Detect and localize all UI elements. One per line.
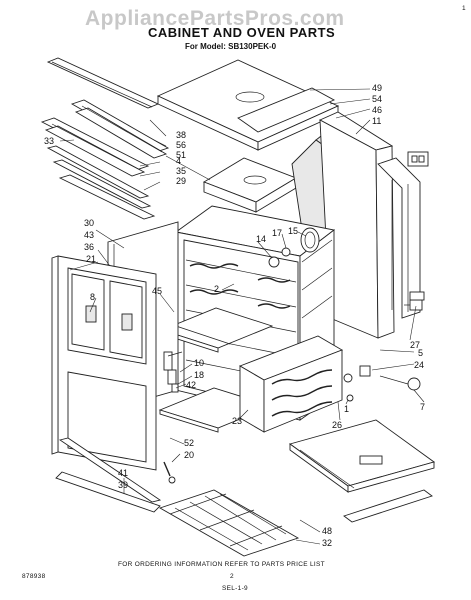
diagram-title: CABINET AND OVEN PARTS (148, 25, 335, 40)
thermostat-bulb (379, 375, 421, 391)
vent-duct (202, 157, 298, 213)
oven-light-assembly (268, 227, 320, 268)
top-trim-strip (46, 57, 160, 109)
door-hinge (163, 351, 183, 371)
leader-lines (59, 88, 425, 545)
kick-plate (55, 471, 161, 513)
callouts: 49 54 46 11 38 56 51 33 4 35 29 30 43 36… (44, 83, 425, 548)
callout-2: 2 (214, 284, 219, 294)
callout-20: 20 (184, 450, 194, 460)
callout-29: 29 (176, 176, 186, 186)
bottom-trim-bar (343, 489, 433, 523)
bottom-mark: SEL-1-9 (222, 585, 248, 592)
callout-51: 51 (176, 150, 186, 160)
watermark-text: AppliancePartsPros.com (85, 7, 345, 30)
callout-52: 52 (184, 438, 194, 448)
rack-guides (189, 263, 291, 309)
page-number: 2 (230, 573, 234, 580)
callout-11: 11 (372, 116, 381, 126)
bake-element-panel (238, 335, 344, 433)
vent-grille-assembly (40, 117, 150, 177)
callout-45: 45 (152, 286, 162, 296)
callout-17: 17 (272, 228, 282, 238)
terminal-block (407, 151, 429, 167)
vent-trim-assembly (70, 99, 170, 159)
insulation-pad-top (237, 87, 336, 133)
callout-21: 21 (86, 254, 96, 264)
callout-48: 48 (322, 526, 332, 536)
control-bracket (377, 157, 421, 319)
callout-35: 35 (176, 166, 186, 176)
callout-30: 30 (84, 218, 94, 228)
element-connector (343, 365, 371, 402)
trim-strip-lower (46, 145, 152, 209)
callout-27: 27 (410, 340, 420, 350)
callout-5: 5 (418, 348, 423, 358)
callout-56: 56 (176, 140, 186, 150)
top-panel (156, 59, 340, 151)
callout-26: 26 (332, 420, 342, 430)
callout-46: 46 (372, 105, 382, 115)
callout-10: 10 (194, 358, 204, 368)
oven-bottom-panel (288, 419, 436, 493)
callout-8: 8 (90, 292, 95, 302)
callout-1: 1 (344, 404, 349, 414)
callout-54: 54 (372, 94, 382, 104)
callout-39: 39 (118, 480, 128, 490)
oven-door (51, 255, 157, 471)
door-stop-pin (163, 461, 176, 484)
ordering-info-note: FOR ORDERING INFORMATION REFER TO PARTS … (118, 561, 325, 568)
callout-15: 15 (288, 226, 298, 236)
callout-23: 23 (232, 416, 242, 426)
callout-18: 18 (194, 370, 204, 380)
right-side-panel (318, 111, 395, 339)
diagram-subtitle: For Model: SB130PEK-0 (185, 42, 277, 51)
callout-42: 42 (186, 380, 196, 390)
callout-38: 38 (176, 130, 186, 140)
callout-24: 24 (414, 360, 424, 370)
callout-4: 4 (176, 156, 181, 166)
corner-mark: 1 (462, 5, 466, 12)
callout-14: 14 (256, 234, 266, 244)
door-trim-strip (58, 437, 162, 503)
callout-36: 36 (84, 242, 94, 252)
callout-7: 7 (420, 402, 425, 412)
callout-41: 41 (118, 468, 128, 478)
sensor-clip (409, 291, 425, 301)
callout-43: 43 (84, 230, 94, 240)
callout-32: 32 (322, 538, 332, 548)
bottom-trim-strip (58, 174, 156, 220)
broiler-pan-rack (158, 489, 300, 557)
diagram-code: 878938 (22, 573, 46, 580)
callout-33: 33 (44, 136, 54, 146)
callout-49: 49 (372, 83, 382, 93)
